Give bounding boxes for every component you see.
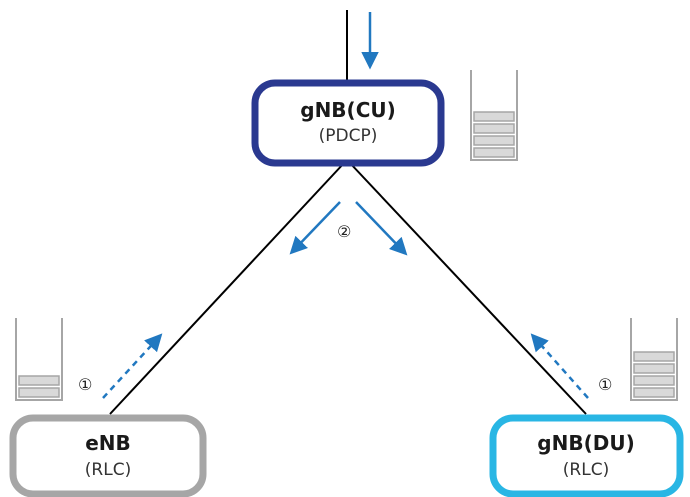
enb-title: eNB <box>85 431 131 455</box>
step-2-label: ② <box>337 222 351 241</box>
buffer-packet <box>18 387 60 398</box>
buffer-packet <box>633 375 675 386</box>
buffer-wall <box>470 70 518 161</box>
cu-du-link-line <box>348 161 587 415</box>
buffer-packet <box>18 375 60 386</box>
buffer-packet <box>473 111 515 122</box>
buffer-packet <box>473 123 515 134</box>
enb-subtitle: (RLC) <box>85 460 131 480</box>
gnb-cu-subtitle: (PDCP) <box>319 126 378 146</box>
buffer-queue-icon <box>15 318 63 401</box>
buffer-queue-icon <box>630 318 678 401</box>
feedback-arrow-enb <box>102 333 163 399</box>
step-1-label-enb: ① <box>78 375 92 394</box>
enb-node: eNB (RLC) <box>9 414 207 497</box>
gnb-du-node: gNB(DU) (RLC) <box>489 414 684 497</box>
buffer-packet <box>633 387 675 398</box>
buffer-queue-icon <box>470 70 518 161</box>
gnb-du-title: gNB(DU) <box>537 431 634 455</box>
buffer-packet <box>633 363 675 374</box>
gnb-du-subtitle: (RLC) <box>563 460 609 480</box>
buffer-wall <box>15 318 63 401</box>
buffer-packet <box>473 147 515 158</box>
split-arrow-to-enb <box>289 201 341 255</box>
gnb-cu-node: gNB(CU) (PDCP) <box>251 79 445 167</box>
cu-enb-link-line <box>109 161 346 415</box>
feedback-arrow-du <box>530 333 589 399</box>
buffer-packet <box>473 135 515 146</box>
gnb-cu-title: gNB(CU) <box>300 98 396 122</box>
split-arrow-to-du <box>355 201 408 256</box>
buffer-packet <box>633 351 675 362</box>
buffer-wall <box>630 318 678 401</box>
step-1-label-du: ① <box>598 375 612 394</box>
